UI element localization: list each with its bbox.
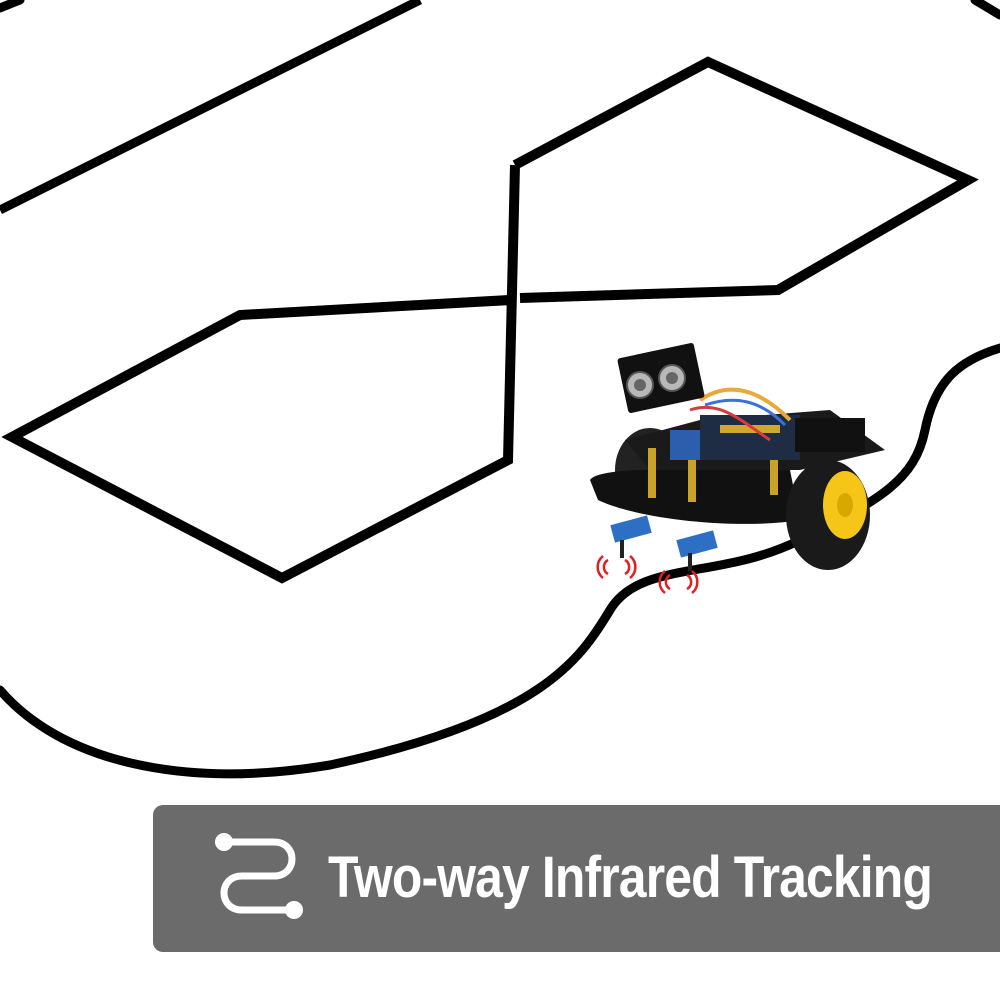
robot-car [590,343,885,571]
outer-track-line [0,0,1000,779]
ir-signal-left-icon [596,555,637,579]
top-diagonal-line [0,0,423,215]
left-hexagon-line [1,164,520,584]
route-path-icon [215,833,303,919]
caption-bar [153,805,1000,952]
right-hexagon-line [512,56,979,303]
ir-signal-right-icon [658,570,699,594]
caption-title: Two-way Infrared Tracking [328,845,933,910]
